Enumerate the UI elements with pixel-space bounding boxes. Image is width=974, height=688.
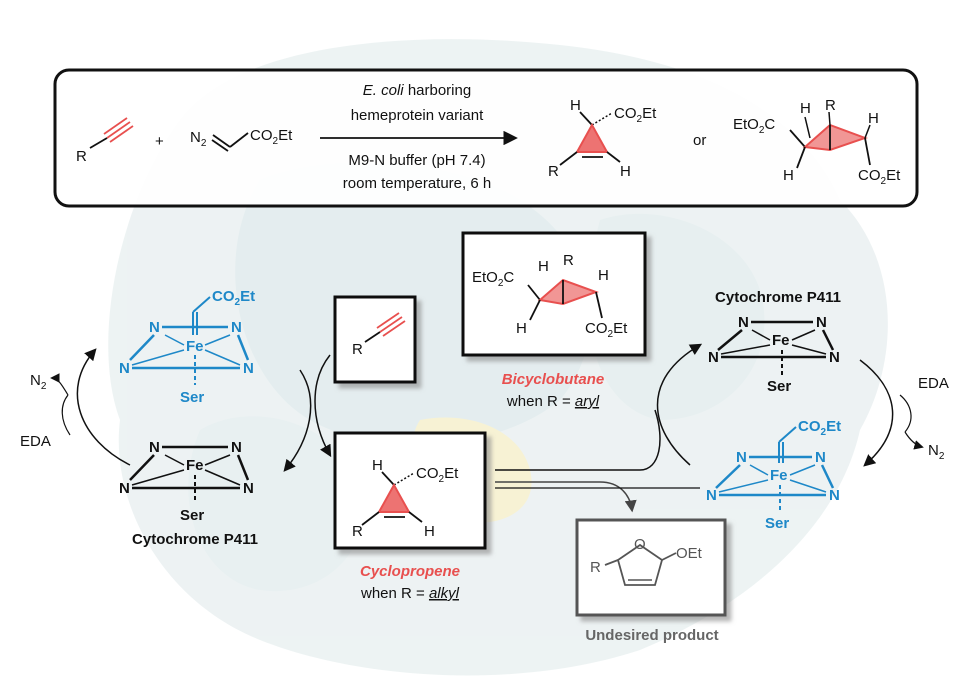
svg-text:Fe: Fe — [186, 338, 204, 355]
svg-text:EtO2C: EtO2C — [472, 269, 514, 289]
svg-text:R: R — [563, 252, 574, 269]
svg-text:Ser: Ser — [180, 389, 204, 406]
svg-text:H: H — [372, 457, 383, 474]
svg-text:N: N — [829, 487, 840, 504]
to-right-cycle-arrow — [495, 409, 661, 471]
svg-text:N: N — [243, 360, 254, 377]
bicyclobutane-product-top: EtO2C H R H H CO2Et — [733, 97, 901, 187]
svg-text:Ser: Ser — [180, 507, 204, 524]
svg-text:Fe: Fe — [186, 457, 204, 474]
right-resting-complex: Cytochrome P411 Fe N N N N Ser — [708, 289, 841, 395]
svg-text:Fe: Fe — [770, 467, 788, 484]
svg-text:N: N — [706, 487, 717, 504]
svg-text:CO2Et: CO2Et — [798, 418, 841, 438]
undesired-label: Undesired product — [585, 627, 718, 644]
to-undesired-arrow — [495, 481, 637, 513]
svg-text:H: H — [424, 523, 435, 540]
svg-text:N2: N2 — [190, 129, 207, 149]
svg-text:OEt: OEt — [676, 545, 703, 562]
svg-text:N: N — [149, 319, 160, 336]
svg-text:O: O — [634, 536, 646, 553]
svg-text:Ser: Ser — [765, 515, 789, 532]
svg-text:N: N — [119, 360, 130, 377]
alkyne-structure: R — [76, 117, 134, 165]
cyclopropene-label: Cyclopropene — [360, 563, 460, 580]
svg-text:Fe: Fe — [772, 332, 790, 349]
svg-text:R: R — [590, 559, 601, 576]
svg-text:R: R — [548, 163, 559, 180]
svg-text:CO2Et: CO2Et — [858, 167, 901, 187]
eda-label-right: EDA — [918, 375, 949, 392]
svg-text:H: H — [516, 320, 527, 337]
svg-text:N: N — [738, 314, 749, 331]
cyclopropene-condition: when R = alkyl — [360, 585, 460, 602]
left-resting-complex: Fe N N N N Ser Cytochrome P411 — [119, 439, 258, 548]
svg-text:N: N — [815, 449, 826, 466]
cytochrome-label-left: Cytochrome P411 — [132, 531, 258, 548]
eda-structure: N2 CO2Et — [190, 127, 293, 152]
svg-text:CO2Et: CO2Et — [250, 127, 293, 147]
right-carbene-complex: CO2Et Fe N N N N Ser — [706, 418, 841, 532]
svg-text:N: N — [243, 480, 254, 497]
right-cycle-arrow-up — [656, 343, 703, 466]
svg-text:CO2Et: CO2Et — [614, 105, 657, 125]
svg-text:N: N — [829, 349, 840, 366]
condition-line-2: hemeprotein variant — [351, 107, 484, 124]
bicyclobutane-label: Bicyclobutane — [502, 371, 605, 388]
undesired-box: R O OEt — [575, 518, 727, 617]
n2-label-right: N2 — [928, 442, 945, 462]
cyclopropene-box: H CO2Et R H — [333, 431, 487, 550]
bicyclobutane-condition: when R = aryl — [506, 393, 600, 410]
left-carbene-complex: CO2Et Fe N N N N Ser — [119, 288, 255, 406]
svg-text:EtO2C: EtO2C — [733, 116, 775, 136]
eda-label-left: EDA — [20, 433, 51, 450]
svg-text:N: N — [816, 314, 827, 331]
reaction-box: R + N2 CO2Et E. coli harboring hemeprote… — [53, 68, 919, 208]
svg-text:CO2Et: CO2Et — [416, 465, 459, 485]
svg-text:H: H — [538, 258, 549, 275]
left-cycle-arrow-down — [283, 369, 312, 472]
svg-text:H: H — [783, 167, 794, 184]
svg-text:CO2Et: CO2Et — [585, 320, 628, 340]
alkyne-entry-arrow — [314, 354, 332, 458]
svg-text:N: N — [736, 449, 747, 466]
svg-text:N: N — [149, 439, 160, 456]
svg-text:H: H — [620, 163, 631, 180]
svg-text:R: R — [352, 523, 363, 540]
cytochrome-label-right: Cytochrome P411 — [715, 289, 841, 306]
condition-line-1: E. coli harboring — [363, 82, 471, 99]
svg-text:CO2Et: CO2Et — [212, 288, 255, 308]
svg-text:N: N — [119, 480, 130, 497]
svg-text:R: R — [352, 341, 363, 358]
svg-text:H: H — [868, 110, 879, 127]
svg-text:H: H — [598, 267, 609, 284]
right-cycle-arrow-down — [859, 359, 894, 467]
condition-line-4: room temperature, 6 h — [343, 175, 491, 192]
svg-text:H: H — [570, 97, 581, 114]
svg-text:H: H — [800, 100, 811, 117]
svg-text:R: R — [825, 97, 836, 114]
cyclopropene-product-top: H CO2Et R H — [548, 97, 657, 180]
alkyne-box: R — [333, 295, 417, 384]
left-cycle-arrow-up — [76, 348, 131, 466]
svg-text:N: N — [231, 319, 242, 336]
svg-text:N: N — [231, 439, 242, 456]
or-text: or — [693, 132, 706, 149]
condition-line-3: M9-N buffer (pH 7.4) — [348, 152, 485, 169]
bicyclobutane-box: EtO2C H R H H CO2Et — [461, 231, 647, 357]
n2-label-left: N2 — [30, 372, 47, 392]
svg-text:Ser: Ser — [767, 378, 791, 395]
atom-r: R — [76, 148, 87, 165]
svg-text:N: N — [708, 349, 719, 366]
plus-sign: + — [155, 133, 164, 150]
